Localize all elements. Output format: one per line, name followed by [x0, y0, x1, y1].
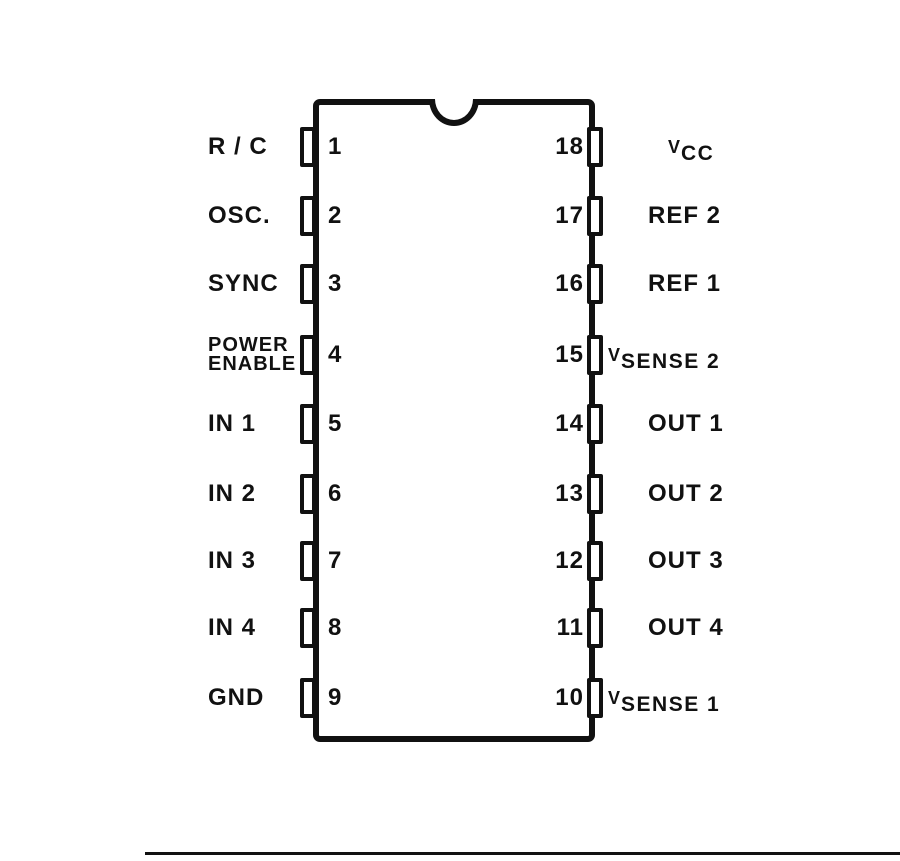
- pin-10-pad: [587, 678, 603, 718]
- pin-15-label: VSENSE 2: [608, 341, 720, 373]
- label-line: POWER: [208, 334, 289, 356]
- pin-2-number: 2: [328, 202, 343, 229]
- label-text: REF 1: [648, 270, 722, 297]
- v-symbol: V: [608, 688, 622, 708]
- pin-10-number: 10: [555, 684, 584, 711]
- pin-8-number: 8: [328, 614, 343, 641]
- pin-6-label: IN 2: [208, 480, 256, 508]
- pin-14-number: 14: [555, 410, 584, 437]
- pin-9-number: 9: [328, 684, 343, 711]
- pin-13-label: OUT 2: [648, 480, 724, 508]
- pin-13-number: 13: [555, 480, 584, 507]
- pin-1-number: 1: [328, 133, 343, 160]
- pin-4-number: 4: [328, 341, 343, 368]
- pin-17-pad: [587, 196, 603, 236]
- pin-5-number: 5: [328, 410, 343, 437]
- pin-4-pad: [300, 335, 316, 375]
- pin-7-label: IN 3: [208, 547, 256, 575]
- label-text: REF 2: [648, 202, 722, 229]
- v-subscript: CC: [681, 142, 715, 165]
- pin-11-number: 11: [556, 614, 584, 641]
- ic-package-body: [313, 99, 595, 742]
- pin-3-pad: [300, 264, 316, 304]
- label-text: SYNC: [208, 270, 279, 297]
- pin-16-label: REF 1: [648, 270, 721, 298]
- pin-15-pad: [587, 335, 603, 375]
- pin-9-label: GND: [208, 684, 264, 712]
- v-subscript: SENSE 2: [621, 350, 721, 373]
- pin-9-pad: [300, 678, 316, 718]
- label-text: OSC.: [208, 202, 271, 229]
- label-text: OUT 3: [648, 547, 724, 574]
- label-text: R / C: [208, 133, 268, 160]
- pin-15-number: 15: [555, 341, 584, 368]
- pin-10-label: VSENSE 1: [608, 684, 720, 716]
- pin-1-pad: [300, 127, 316, 167]
- v-symbol: V: [608, 345, 622, 365]
- pin-13-pad: [587, 474, 603, 514]
- v-symbol: V: [668, 137, 682, 157]
- pin-17-label: REF 2: [648, 202, 721, 230]
- pin-6-number: 6: [328, 480, 343, 507]
- bottom-rule: [145, 852, 900, 855]
- pin-5-pad: [300, 404, 316, 444]
- label-text: OUT 2: [648, 480, 724, 507]
- label-line: ENABLE: [208, 353, 297, 375]
- label-text: IN 3: [208, 547, 257, 574]
- pin-7-number: 7: [328, 547, 343, 574]
- label-text: OUT 4: [648, 614, 724, 641]
- pin-14-pad: [587, 404, 603, 444]
- pin-16-number: 16: [555, 270, 584, 297]
- pin-7-pad: [300, 541, 316, 581]
- index-notch-icon: [429, 99, 479, 126]
- pin-1-label: R / C: [208, 133, 268, 161]
- pin-5-label: IN 1: [208, 410, 256, 438]
- v-subscript: SENSE 1: [621, 693, 721, 716]
- label-text: IN 1: [208, 410, 257, 437]
- label-text: OUT 1: [648, 410, 724, 437]
- label-text: GND: [208, 684, 265, 711]
- label-text: IN 2: [208, 480, 257, 507]
- pin-12-pad: [587, 541, 603, 581]
- pin-11-label: OUT 4: [648, 614, 724, 642]
- pin-11-pad: [587, 608, 603, 648]
- pin-2-pad: [300, 196, 316, 236]
- pin-18-pad: [587, 127, 603, 167]
- pin-18-number: 18: [555, 133, 584, 160]
- pin-14-label: OUT 1: [648, 410, 724, 438]
- pin-6-pad: [300, 474, 316, 514]
- pin-3-number: 3: [328, 270, 343, 297]
- pin-18-label: VCC: [668, 133, 714, 165]
- label-text: IN 4: [208, 614, 257, 641]
- pin-16-pad: [587, 264, 603, 304]
- pin-8-pad: [300, 608, 316, 648]
- pin-12-number: 12: [555, 547, 584, 574]
- pin-2-label: OSC.: [208, 202, 271, 230]
- pin-17-number: 17: [555, 202, 584, 229]
- pin-3-label: SYNC: [208, 270, 279, 298]
- pin-12-label: OUT 3: [648, 547, 724, 575]
- pin-8-label: IN 4: [208, 614, 256, 642]
